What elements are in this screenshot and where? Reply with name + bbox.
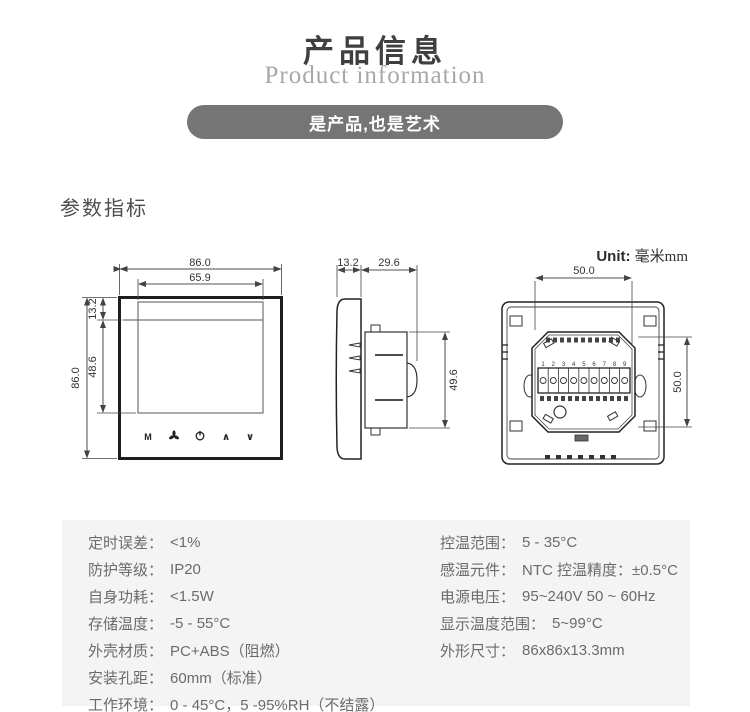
page-subtitle: Product information bbox=[264, 62, 486, 89]
spec-row: 工作环境： 0 - 45°C，5 -95%RH（不结露） bbox=[88, 691, 384, 712]
side-body-bump bbox=[406, 362, 418, 398]
spec-label: 安装孔距 bbox=[88, 670, 149, 687]
spec-value: 86x86x13.3mm bbox=[522, 642, 625, 659]
terminal-block: 1 2 3 4 5 6 7 8 9 bbox=[537, 362, 631, 394]
unit-value: 毫米mm bbox=[634, 249, 688, 265]
spec-value: 5~99°C bbox=[552, 615, 603, 632]
slogan-text: 是产品,也是艺术 bbox=[309, 114, 441, 134]
spec-value: NTC 控温精度：±0.5°C bbox=[522, 562, 678, 579]
spec-colon: ： bbox=[148, 616, 164, 633]
spec-value: -5 - 55°C bbox=[170, 615, 231, 632]
spec-label: 外壳材质 bbox=[88, 643, 149, 660]
spec-colon: ： bbox=[148, 535, 164, 552]
spec-panel: 定时误差：<1% 防护等级：IP20 自身功耗：<1.5W 存储温度：-5 - … bbox=[62, 520, 690, 712]
mount-clip bbox=[643, 315, 657, 327]
spec-row: 防护等级： IP20 bbox=[88, 556, 384, 583]
unit-label: Unit: 毫米mm bbox=[556, 245, 688, 266]
back-dim-height: 50.0 bbox=[672, 371, 684, 392]
spec-value: 95~240V 50 ~ 60Hz bbox=[522, 588, 656, 605]
side-dim-height: 49.6 bbox=[448, 369, 460, 390]
mode-icon: M bbox=[144, 432, 152, 442]
side-dim-body: 29.6 bbox=[378, 257, 399, 269]
spec-label: 控温范围 bbox=[440, 535, 501, 552]
section-heading: 参数指标 bbox=[60, 198, 148, 220]
spec-value: 60mm（标准） bbox=[170, 670, 272, 687]
spec-label: 防护等级 bbox=[88, 562, 149, 579]
terminal-number: 1 bbox=[541, 362, 545, 368]
front-dim-screen-width: 65.9 bbox=[189, 272, 210, 284]
spec-row: 定时误差： <1% bbox=[88, 529, 384, 556]
mount-clip bbox=[509, 315, 523, 327]
front-dim-screen-height: 48.6 bbox=[87, 356, 99, 377]
spec-value: <1.5W bbox=[170, 588, 214, 605]
side-body bbox=[364, 331, 408, 429]
front-dim-width: 86.0 bbox=[189, 257, 210, 269]
back-dim-width: 50.0 bbox=[573, 265, 594, 277]
spec-value: 0 - 45°C，5 -95%RH（不结露） bbox=[170, 697, 385, 712]
locator-hole bbox=[553, 405, 567, 419]
spec-colon: ： bbox=[148, 589, 164, 606]
spec-colon: ： bbox=[148, 562, 164, 579]
side-view-drawing: 13.2 29.6 49.6 bbox=[323, 253, 473, 474]
front-dim-height: 86.0 bbox=[70, 367, 82, 388]
spec-label: 外形尺寸 bbox=[440, 643, 501, 660]
spec-colon: ： bbox=[148, 643, 164, 660]
side-panel bbox=[335, 298, 362, 460]
front-dim-top: 13.2 bbox=[87, 298, 99, 319]
power-icon bbox=[195, 431, 205, 441]
spec-row: 安装孔距： 60mm（标准） bbox=[88, 664, 384, 691]
terminal-number: 8 bbox=[613, 362, 617, 368]
up-arrow-icon: ∧ bbox=[222, 432, 230, 443]
spec-label: 存储温度 bbox=[88, 616, 149, 633]
spec-row: 外形尺寸： 86x86x13.3mm bbox=[440, 637, 678, 664]
spec-label: 感温元件 bbox=[440, 562, 501, 579]
spec-value: 5 - 35°C bbox=[522, 534, 578, 551]
spec-row: 显示温度范围： 5~99°C bbox=[440, 610, 678, 637]
spec-colon: ： bbox=[530, 616, 546, 633]
back-view-drawing: 1 2 3 4 5 6 7 8 9 50.0 bbox=[488, 253, 723, 474]
spec-row: 自身功耗： <1.5W bbox=[88, 583, 384, 610]
spec-colon: ： bbox=[148, 670, 164, 687]
terminal-number: 6 bbox=[592, 362, 596, 368]
spec-label: 显示温度范围 bbox=[440, 616, 531, 633]
fan-icon bbox=[169, 430, 179, 440]
mount-clip bbox=[643, 420, 657, 432]
terminal-number: 9 bbox=[623, 362, 627, 368]
spec-value: IP20 bbox=[170, 561, 201, 578]
spec-label: 定时误差 bbox=[88, 535, 149, 552]
spec-column-left: 定时误差：<1% 防护等级：IP20 自身功耗：<1.5W 存储温度：-5 - … bbox=[88, 529, 384, 712]
spec-colon: ： bbox=[500, 589, 516, 606]
spec-colon: ： bbox=[148, 697, 164, 712]
spec-row: 存储温度： -5 - 55°C bbox=[88, 610, 384, 637]
front-view-drawing: M ∧ ∨ 86.0 65.9 bbox=[68, 253, 300, 474]
spec-label: 自身功耗 bbox=[88, 589, 149, 606]
unit-prefix: Unit: bbox=[596, 248, 631, 265]
terminal-number: 2 bbox=[552, 362, 556, 368]
front-screen-area bbox=[137, 301, 264, 414]
spec-label: 电源电压 bbox=[440, 589, 501, 606]
spec-value: <1% bbox=[170, 534, 201, 551]
spec-colon: ： bbox=[500, 562, 516, 579]
spec-colon: ： bbox=[500, 535, 516, 552]
down-arrow-icon: ∨ bbox=[246, 432, 254, 443]
mount-clip bbox=[509, 420, 523, 432]
spec-colon: ： bbox=[500, 643, 516, 660]
spec-row: 感温元件： NTC 控温精度：±0.5°C bbox=[440, 556, 678, 583]
slogan-banner: 是产品,也是艺术 bbox=[187, 105, 563, 139]
spec-row: 控温范围： 5 - 35°C bbox=[440, 529, 678, 556]
side-dim-panel: 13.2 bbox=[337, 257, 358, 269]
spec-value: PC+ABS（阻燃） bbox=[170, 643, 290, 660]
terminal-number: 3 bbox=[562, 362, 566, 368]
spec-column-right: 控温范围：5 - 35°C 感温元件：NTC 控温精度：±0.5°C 电源电压：… bbox=[440, 529, 678, 664]
spec-row: 外壳材质： PC+ABS（阻燃） bbox=[88, 637, 384, 664]
spec-label: 工作环境 bbox=[88, 697, 149, 712]
terminal-number: 7 bbox=[603, 362, 607, 368]
terminal-number: 5 bbox=[582, 362, 586, 368]
terminal-number: 4 bbox=[572, 362, 576, 368]
page-title: 产品信息 bbox=[303, 34, 447, 69]
spec-row: 电源电压： 95~240V 50 ~ 60Hz bbox=[440, 583, 678, 610]
